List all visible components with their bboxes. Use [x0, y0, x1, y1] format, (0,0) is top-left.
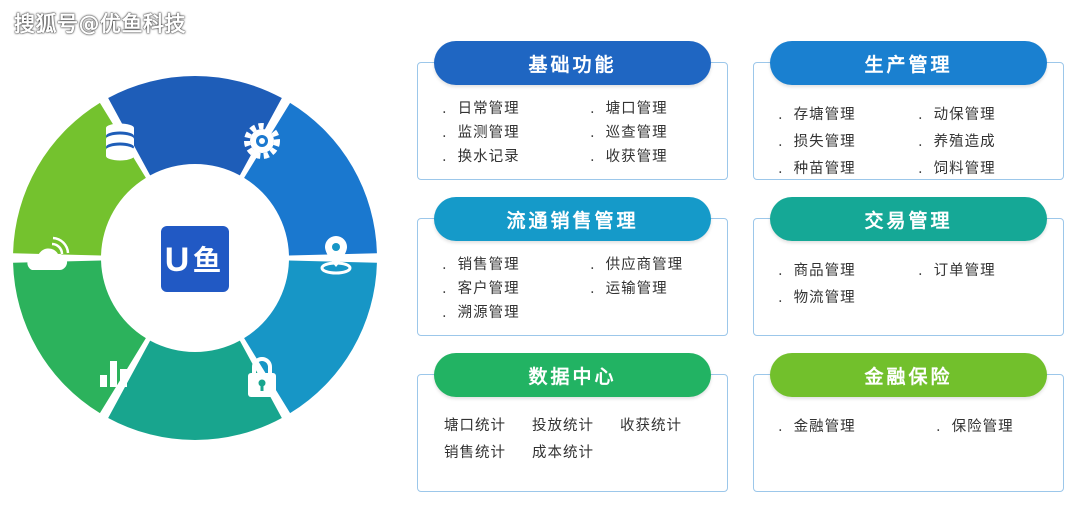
logo-char: 鱼 [193, 244, 221, 277]
list-item: 种苗管理 [778, 157, 918, 178]
card-trade-management-items: 商品管理 订单管理 物流管理 [778, 259, 1053, 307]
card-basic-functions-title: 基础功能 [434, 41, 711, 85]
card-finance-insurance-items: 金融管理 保险管理 [778, 415, 1053, 436]
list-item: 巡查管理 [590, 121, 717, 142]
bar-chart-icon [100, 361, 127, 387]
list-item: 溯源管理 [442, 301, 590, 322]
list-item: 成本统计 [532, 445, 594, 461]
list-item: 塘口统计 [444, 418, 506, 434]
card-production-management-title: 生产管理 [770, 41, 1047, 85]
list-item: 养殖造成 [918, 130, 1053, 151]
card-basic-functions-items: 日常管理 塘口管理 监测管理 巡查管理 换水记录 收获管理 [442, 97, 717, 166]
list-item: 保险管理 [936, 415, 1053, 436]
coins-icon [106, 123, 134, 161]
list-item: 动保管理 [918, 103, 1053, 124]
ring-segment-lock [108, 340, 282, 441]
ring-segment-location-pin [244, 260, 377, 414]
watermark-text: 搜狐号@优鱼科技 [14, 12, 186, 36]
card-production-management-items: 存塘管理 动保管理 损失管理 养殖造成 种苗管理 饲料管理 [778, 103, 1053, 178]
app-logo: U 鱼 [161, 226, 229, 292]
card-sales-management-items: 销售管理 供应商管理 客户管理 运输管理 溯源管理 [442, 253, 717, 322]
list-item: 金融管理 [778, 415, 936, 436]
list-item: 换水记录 [442, 145, 590, 166]
location-pin-icon [320, 236, 352, 275]
cloud-wifi-icon [27, 236, 70, 270]
list-item: 投放统计 [532, 418, 594, 434]
card-sales-management-title: 流通销售管理 [434, 197, 711, 241]
card-finance-insurance-title: 金融保险 [770, 353, 1047, 397]
list-item: 损失管理 [778, 130, 918, 151]
card-trade-management-title: 交易管理 [770, 197, 1047, 241]
card-data-center-items: 塘口统计 投放统计 收获统计 销售统计 成本统计 [444, 414, 717, 462]
list-item: 监测管理 [442, 121, 590, 142]
list-item: 运输管理 [590, 277, 717, 298]
feature-ring: U 鱼 [13, 76, 377, 441]
gear-icon [244, 123, 280, 159]
list-item: 收获统计 [620, 418, 682, 434]
list-item: 收获管理 [590, 145, 717, 166]
list-item: 商品管理 [778, 259, 918, 280]
list-item: 塘口管理 [590, 97, 717, 118]
list-item: 销售管理 [442, 253, 590, 274]
card-data-center-title: 数据中心 [434, 353, 711, 397]
list-item: 日常管理 [442, 97, 590, 118]
list-item: 销售统计 [444, 445, 506, 461]
list-item: 供应商管理 [590, 253, 717, 274]
logo-letter: U [165, 241, 190, 279]
list-item: 客户管理 [442, 277, 590, 298]
list-item: 订单管理 [918, 259, 1053, 280]
lock-icon [248, 357, 276, 397]
list-item: 饲料管理 [918, 157, 1053, 178]
list-item: 物流管理 [778, 286, 918, 307]
ring-segment-coins [108, 76, 282, 176]
list-item: 存塘管理 [778, 103, 918, 124]
